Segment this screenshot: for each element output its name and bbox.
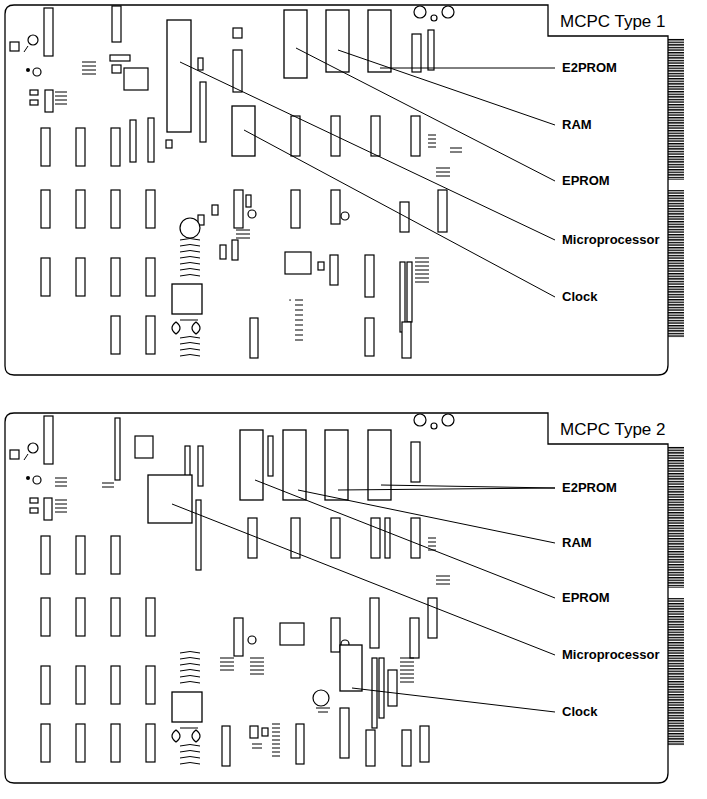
part-label: E2PROM <box>560 480 619 496</box>
part-label: E2PROM <box>560 60 619 76</box>
part-label: Clock <box>560 704 599 720</box>
circuit-board <box>5 5 684 375</box>
part-label: EPROM <box>560 590 612 606</box>
part-label: EPROM <box>560 173 612 189</box>
part-label: Microprocessor <box>560 647 662 663</box>
board-title: MCPC Type 2 <box>558 420 668 440</box>
part-label: RAM <box>560 117 594 133</box>
part-label: Microprocessor <box>560 232 662 248</box>
board-title: MCPC Type 1 <box>558 12 668 32</box>
part-label: RAM <box>560 535 594 551</box>
part-label: Clock <box>560 289 599 305</box>
circuit-board <box>5 413 684 783</box>
